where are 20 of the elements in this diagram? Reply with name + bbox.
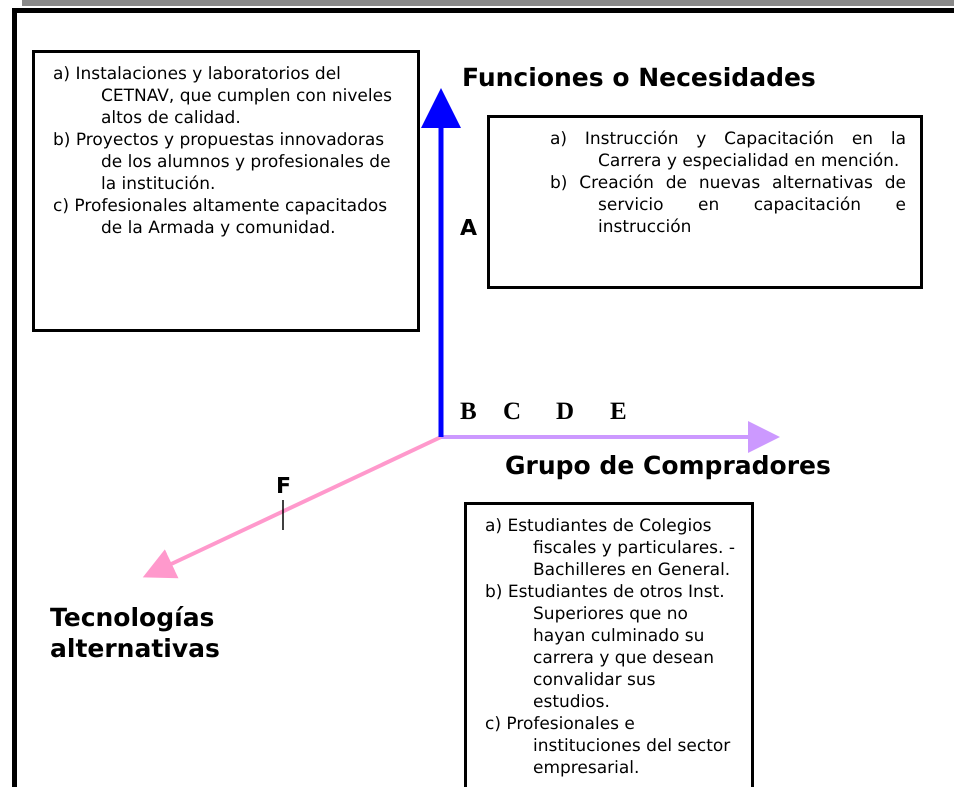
- list-item: b) Creación de nuevas alternativas de servicio en capacitación e instrucción: [550, 172, 906, 238]
- list-item: a) Estudiantes de Colegios fiscales y particulares. - Bachilleres en General.: [485, 515, 736, 581]
- list-item: c) Profesionales e instituciones del sector empresarial.: [485, 713, 732, 779]
- axis-letter: B: [460, 398, 477, 426]
- list-item: b) Estudiantes de otros Inst. Superiores que no hayan culminado su carrera y que desean convalidar sus estudios.: [485, 581, 726, 713]
- axis-letter: E: [610, 398, 627, 426]
- axis-letter: D: [556, 398, 574, 426]
- axis-title: Grupo de Compradores: [505, 450, 831, 481]
- list-item: a) Instalaciones y laboratorios del CETNAV, que cumplen con niveles altos de calidad.: [53, 63, 393, 129]
- text-box: [464, 502, 754, 787]
- text-box: [32, 50, 420, 332]
- axis-title: Tecnologías alternativas: [50, 602, 221, 664]
- list-item: a) Instrucción y Capacitación en la Carrera y especialidad en mención.: [550, 128, 906, 172]
- list-item: c) Profesionales altamente capacitados de la Armada y comunidad.: [53, 195, 388, 239]
- list-item: b) Proyectos y propuestas innovadoras de los alumnos y profesionales de la institución.: [53, 129, 392, 195]
- text-box: [487, 115, 923, 289]
- axis-letter: A: [460, 216, 478, 241]
- axis-letter: C: [503, 398, 522, 426]
- axis-letter: F: [276, 474, 292, 499]
- axis-title: Funciones o Necesidades: [462, 62, 816, 93]
